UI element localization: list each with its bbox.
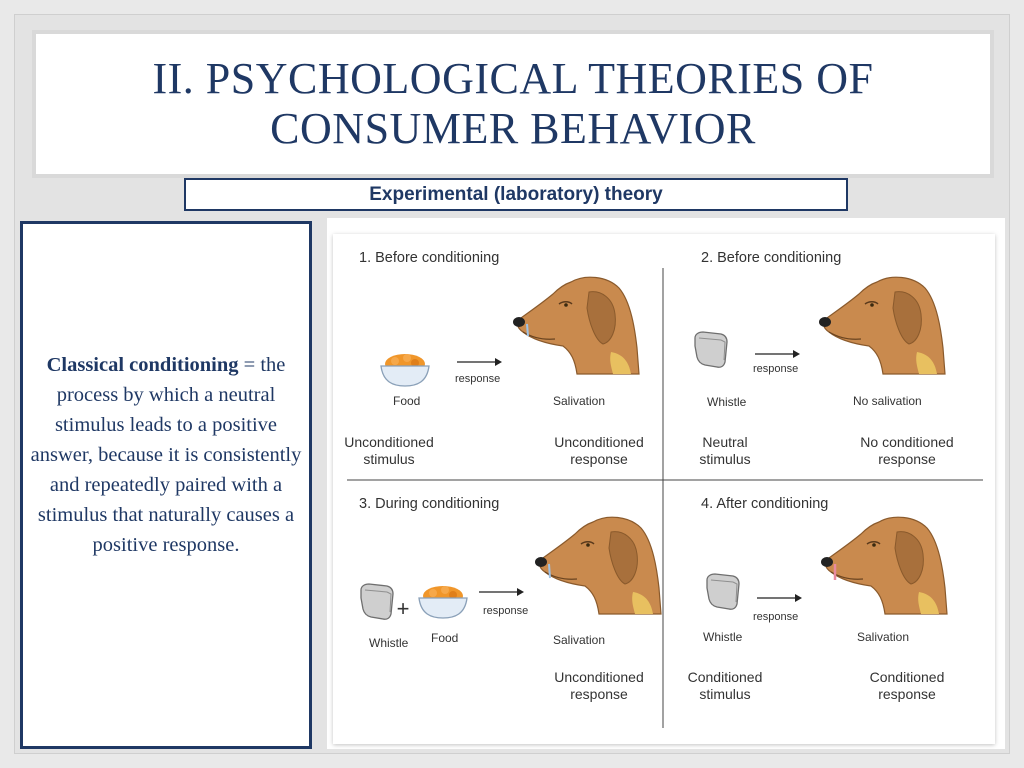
panel2-heading: 2. Before conditioning [701, 250, 841, 266]
panel3-bottom-right-2: response [570, 686, 628, 702]
food-bowl-icon [418, 585, 468, 619]
panel3-arrow-label: response [483, 605, 528, 617]
definition-body: = the process by which a neutral stimulu… [30, 354, 302, 556]
panel1-arrow-head [495, 358, 502, 366]
conditioning-diagram-svg: 1. Before conditioning Food response Sal… [333, 234, 995, 744]
whistle-icon [360, 583, 394, 620]
drool-icon [548, 563, 551, 579]
panel1-item-label: Food [393, 394, 420, 408]
panel2-item-label: Whistle [707, 395, 747, 409]
panel4-bottom-left-1: Conditioned [688, 669, 763, 685]
panel4-bottom-left-2: stimulus [699, 686, 750, 702]
slide-title: II. PSYCHOLOGICAL THEORIES OF CONSUMER B… [36, 54, 990, 154]
definition-text: Classical conditioning = the process by … [29, 350, 303, 560]
panel3-item-label: Whistle [369, 636, 409, 650]
panel4-bottom-right-1: Conditioned [870, 669, 945, 685]
panel3-heading: 3. During conditioning [359, 496, 499, 512]
drool-icon [526, 323, 529, 337]
whistle-icon [694, 331, 728, 368]
panel2-bottom-right-1: No conditioned [860, 434, 953, 450]
conditioning-diagram: 1. Before conditioning Food response Sal… [327, 218, 1005, 749]
panel3-result: Salivation [553, 633, 605, 647]
title-box: II. PSYCHOLOGICAL THEORIES OF CONSUMER B… [32, 30, 994, 178]
panel4-heading: 4. After conditioning [701, 496, 828, 512]
panel4-result: Salivation [857, 630, 909, 644]
title-line-1: II. PSYCHOLOGICAL THEORIES OF [152, 54, 874, 103]
panel2-bottom-left-2: stimulus [699, 451, 750, 467]
panel4-item-label: Whistle [703, 630, 743, 644]
panel3-bottom-right-1: Unconditioned [554, 669, 644, 685]
panel1-bottom-left-2: stimulus [363, 451, 414, 467]
definition-box: Classical conditioning = the process by … [20, 221, 312, 749]
subtitle-banner: Experimental (laboratory) theory [184, 178, 848, 211]
panel1-bottom-right-2: response [570, 451, 628, 467]
panel4-arrow-head [795, 594, 802, 602]
panel1-heading: 1. Before conditioning [359, 250, 499, 266]
whistle-icon [706, 573, 740, 610]
panel3-plus: + [397, 596, 410, 621]
panel1-bottom-left-1: Unconditioned [344, 434, 434, 450]
panel2-result: No salivation [853, 394, 922, 408]
panel2-arrow-head [793, 350, 800, 358]
panel1-arrow-label: response [455, 373, 500, 385]
definition-term: Classical conditioning [46, 354, 239, 376]
panel3-arrow-head [517, 588, 524, 596]
title-line-2: CONSUMER BEHAVIOR [270, 104, 756, 153]
panel2-bottom-left-1: Neutral [702, 434, 747, 450]
panel2-bottom-right-2: response [878, 451, 936, 467]
panel2-arrow-label: response [753, 363, 798, 375]
food-bowl-icon [380, 353, 430, 387]
panel1-bottom-right-1: Unconditioned [554, 434, 644, 450]
panel1-result: Salivation [553, 394, 605, 408]
panel3-item2-label: Food [431, 631, 458, 645]
panel4-bottom-right-2: response [878, 686, 936, 702]
panel4-arrow-label: response [753, 611, 798, 623]
